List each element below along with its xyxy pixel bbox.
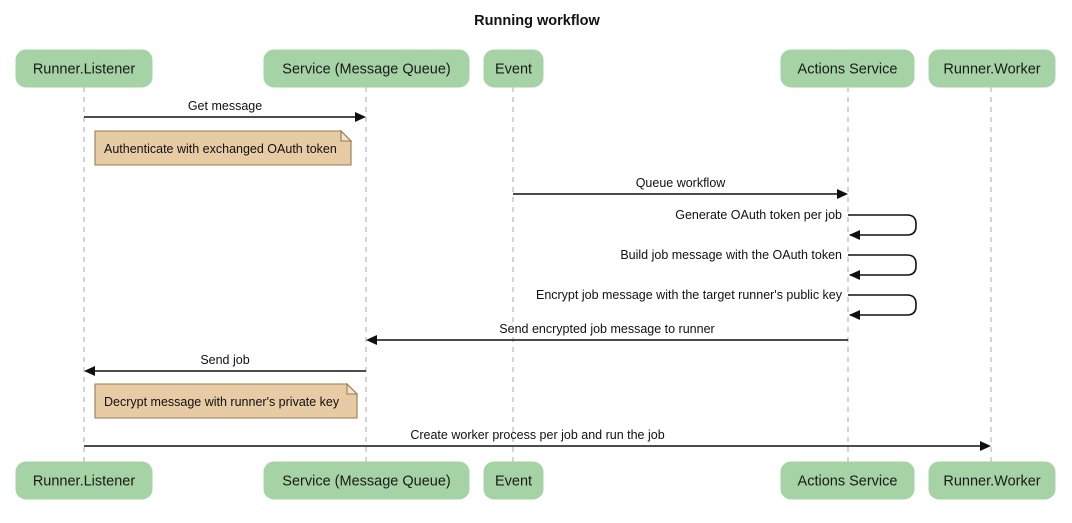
message-send-job[interactable] xyxy=(84,366,366,376)
participant-label: Runner.Worker xyxy=(943,62,1040,78)
message-create-worker[interactable] xyxy=(84,441,991,451)
arrow-head xyxy=(84,366,95,376)
message-generate-token[interactable] xyxy=(848,214,917,240)
note-authenticate: Authenticate with exchanged OAuth token xyxy=(94,129,353,166)
message-build-job-message[interactable] xyxy=(848,254,917,280)
note-body xyxy=(94,383,358,419)
message-encrypt-job[interactable] xyxy=(848,294,917,320)
participant-label: Event xyxy=(495,474,532,490)
arrow-head xyxy=(849,230,860,240)
message-queue-workflow[interactable] xyxy=(513,189,848,199)
message-send-encrypted[interactable] xyxy=(366,335,848,345)
participant-top-runner-listener[interactable]: Runner.Listener xyxy=(15,49,153,88)
participant-bottom-service-mq[interactable]: Service (Message Queue) xyxy=(263,461,470,500)
lifelines-group xyxy=(83,87,992,462)
note-body xyxy=(94,130,352,166)
participant-label: Runner.Worker xyxy=(943,474,1040,490)
self-loop-path xyxy=(848,294,917,316)
participants-bottom-group: Runner.Listener Service (Message Queue) Ev… xyxy=(15,461,1056,500)
participant-top-actions-service[interactable]: Actions Service xyxy=(780,49,915,88)
arrow-head xyxy=(849,270,860,280)
message-label-generate-token: Generate OAuth token per job xyxy=(675,208,842,222)
message-label-send-job: Send job xyxy=(200,353,249,367)
participant-label: Runner.Listener xyxy=(33,474,136,490)
message-label-encrypt-job: Encrypt job message with the target runn… xyxy=(536,288,843,302)
self-loop-path xyxy=(848,254,917,276)
participant-top-event[interactable]: Event xyxy=(483,49,544,88)
participant-top-runner-worker[interactable]: Runner.Worker xyxy=(928,49,1056,88)
participant-box xyxy=(263,461,470,500)
participant-box xyxy=(15,461,153,500)
participant-label: Service (Message Queue) xyxy=(282,62,450,78)
participant-bottom-event[interactable]: Event xyxy=(483,461,544,500)
participant-box xyxy=(263,49,470,88)
arrow-head xyxy=(837,189,848,199)
note-label: Decrypt message with runner's private ke… xyxy=(104,395,340,409)
note-decrypt: Decrypt message with runner's private ke… xyxy=(94,382,359,419)
participant-box xyxy=(483,49,544,88)
message-label-get-message: Get message xyxy=(188,99,262,113)
note-fold-corner-icon xyxy=(346,382,359,395)
participant-bottom-actions-service[interactable]: Actions Service xyxy=(780,461,915,500)
participant-label: Service (Message Queue) xyxy=(282,474,450,490)
participant-box xyxy=(15,49,153,88)
participant-box xyxy=(928,49,1056,88)
page-title: Running workflow xyxy=(474,13,600,29)
note-fold-corner-icon xyxy=(340,129,353,142)
participant-bottom-runner-listener[interactable]: Runner.Listener xyxy=(15,461,153,500)
self-loop-path xyxy=(848,214,917,236)
participant-label: Actions Service xyxy=(798,62,898,78)
notes-group: Authenticate with exchanged OAuth tokenD… xyxy=(94,129,359,419)
message-label-create-worker: Create worker process per job and run th… xyxy=(410,428,664,442)
participant-box xyxy=(928,461,1056,500)
participant-label: Event xyxy=(495,62,532,78)
participant-bottom-runner-worker[interactable]: Runner.Worker xyxy=(928,461,1056,500)
note-label: Authenticate with exchanged OAuth token xyxy=(104,142,337,156)
arrow-head xyxy=(355,112,366,122)
participant-box xyxy=(780,461,915,500)
message-label-send-encrypted: Send encrypted job message to runner xyxy=(499,322,714,336)
messages-group xyxy=(84,112,991,451)
message-get-message[interactable] xyxy=(84,112,366,122)
arrow-head xyxy=(980,441,991,451)
arrow-head xyxy=(849,310,860,320)
participants-top-group: Runner.Listener Service (Message Queue) Ev… xyxy=(15,49,1056,88)
participant-top-service-mq[interactable]: Service (Message Queue) xyxy=(263,49,470,88)
message-label-queue-workflow: Queue workflow xyxy=(636,176,727,190)
participant-label: Actions Service xyxy=(798,474,898,490)
participant-box xyxy=(780,49,915,88)
message-label-build-job-message: Build job message with the OAuth token xyxy=(620,248,842,262)
arrow-head xyxy=(366,335,377,345)
participant-label: Runner.Listener xyxy=(33,62,136,78)
participant-box xyxy=(483,461,544,500)
